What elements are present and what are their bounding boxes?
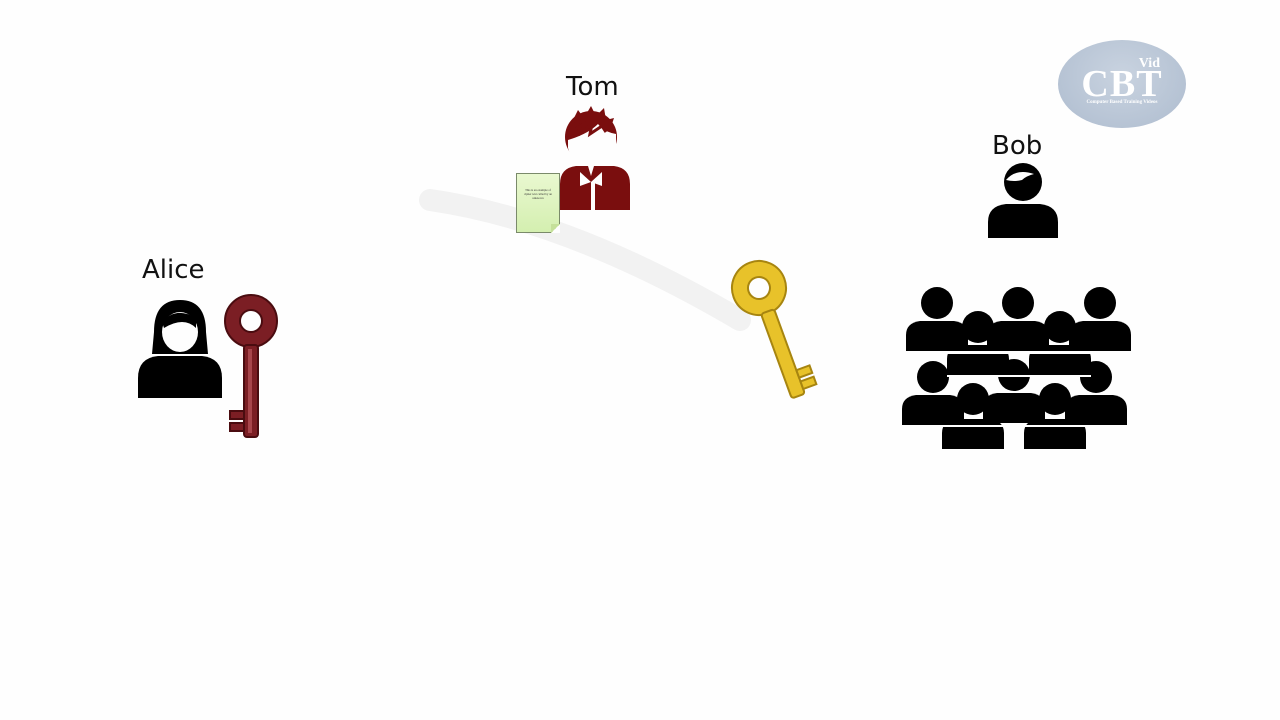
bob-label: Bob	[992, 131, 1043, 161]
motion-trail	[419, 189, 751, 331]
person-icon	[988, 163, 1058, 238]
document-text: This is an example of cipher text called…	[524, 188, 552, 200]
tom-label: Tom	[566, 72, 619, 102]
crowd-icon	[902, 287, 1131, 449]
document-icon: This is an example of cipher text called…	[516, 173, 560, 233]
alice-label: Alice	[142, 255, 205, 285]
public-key-icon	[731, 260, 818, 399]
logo-brand: CBT	[1081, 63, 1163, 105]
person-female-icon	[138, 300, 222, 398]
private-key-icon	[224, 294, 278, 438]
cbtvid-logo: Vid CBT Computer Based Training Videos	[1058, 40, 1186, 128]
person-hacker-icon	[560, 106, 630, 210]
logo-tagline: Computer Based Training Videos	[1086, 100, 1158, 105]
logo-sub: Vid	[1138, 56, 1160, 71]
